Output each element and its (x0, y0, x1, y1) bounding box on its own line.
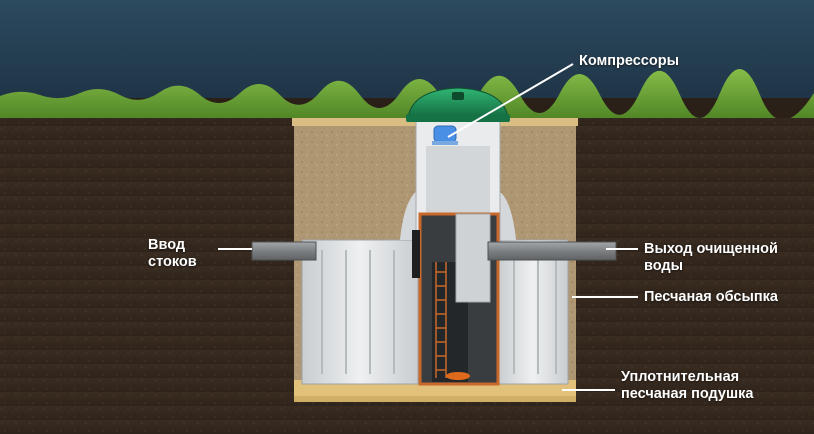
lid-handle (452, 92, 464, 100)
leader-lines (218, 63, 638, 391)
inlet-label: Ввод стоков (148, 237, 197, 271)
outlet-pipe (487, 241, 617, 261)
sand-backfill-label-text: Песчаная обсыпка (644, 289, 778, 305)
sand-cushion-label-line1: Уплотнительная (621, 369, 740, 385)
inlet-pipe (251, 241, 317, 261)
sand-cushion-label-line2: песчаная подушка (621, 386, 754, 402)
outlet-label-line1: Выход очищенной (644, 241, 778, 257)
inlet-label-line2: стоков (148, 254, 197, 270)
inlet-label-line1: Ввод (148, 237, 186, 253)
sand-cushion-label: Уплотнительная песчаная подушка (621, 369, 753, 403)
tank-body-right (497, 239, 569, 385)
tank-shoulder (400, 190, 418, 240)
tank-shoulder-right (498, 190, 516, 240)
lid-rim (406, 114, 510, 122)
inlet-baffle (412, 230, 420, 278)
outlet-label-line2: воды (644, 258, 683, 274)
outlet-label: Выход очищенной воды (644, 241, 778, 275)
sand-cushion-shade (294, 396, 576, 402)
leader-compressors (447, 63, 574, 138)
settling-box (455, 213, 491, 303)
outlet-drain (446, 372, 470, 380)
tank-body (301, 239, 419, 385)
sand-backfill-label: Песчаная обсыпка (644, 289, 778, 306)
compressor-icon-base (432, 141, 458, 145)
tank-ribs (321, 250, 557, 374)
grass-strip (0, 68, 814, 122)
chamber-ladder (435, 262, 447, 378)
compressors-label: Компрессоры (579, 53, 679, 70)
compressors-label-text: Компрессоры (579, 53, 679, 69)
sky (0, 0, 814, 98)
green-dome-lid-icon (407, 87, 509, 119)
